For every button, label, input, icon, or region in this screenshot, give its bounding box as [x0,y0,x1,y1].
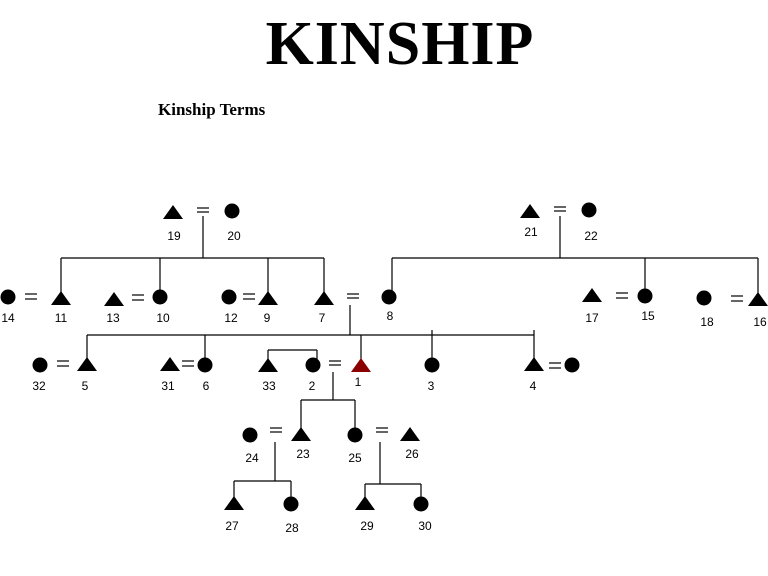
marriage-equals-sign [243,293,255,300]
female-symbol [221,289,237,305]
male-symbol [258,358,278,372]
person-number-label: 32 [32,379,46,393]
marriage-equals-sign [329,360,341,366]
male-symbol [355,496,375,510]
person-number-label: 25 [348,451,362,465]
person-number-label: 14 [1,311,15,325]
person-number-label: 2 [309,379,316,393]
person-number-label: 11 [55,311,68,325]
female-symbol [347,427,363,443]
person-number-label: 26 [405,447,419,461]
male-symbol [51,291,71,305]
male-symbol [400,427,420,441]
person-number-label: 5 [82,379,89,393]
person-number-label: 33 [262,379,276,393]
female-symbol [32,357,48,373]
person-number-label: 12 [224,311,238,325]
marriage-equals-sign [25,293,37,300]
marriage-equals-sign [197,207,209,213]
male-symbol [104,292,124,306]
person-number-label: 27 [225,519,239,533]
male-symbol [314,291,334,305]
person-number-label: 1 [355,375,362,389]
male-symbol [291,427,311,441]
person-number-label: 17 [585,311,599,325]
person-number-label: 15 [641,309,655,323]
marriage-equals-sign [376,427,388,433]
male-symbol [224,496,244,510]
person-number-label: 30 [418,519,432,533]
person-number-label: 6 [203,379,210,393]
marriage-equals-sign [182,360,194,367]
female-symbol [413,496,429,512]
person-number-label: 9 [264,311,271,325]
person-number-label: 18 [700,315,714,329]
person-number-label: 24 [245,451,259,465]
marriage-equals-sign [132,294,144,301]
female-symbol [696,290,712,306]
ego-male-symbol [351,358,371,372]
female-symbol [197,357,213,373]
female-symbol [305,357,321,373]
female-symbol [424,357,440,373]
male-symbol [258,291,278,305]
marriage-equals-sign [57,360,69,367]
female-symbol [224,203,240,219]
person-number-label: 8 [387,309,394,323]
marriage-equals-sign [549,362,561,369]
female-symbol [0,289,16,305]
marriage-equals-sign [554,206,566,212]
person-number-label: 23 [296,447,310,461]
male-symbol [748,292,768,306]
diagram-lines [25,206,759,498]
marriage-equals-sign [270,427,282,433]
diagram-subtitle: Kinship Terms [158,100,266,119]
person-number-label: 21 [524,225,538,239]
person-number-label: 28 [285,521,299,535]
marriage-equals-sign [731,295,743,302]
male-symbol [160,357,180,371]
male-symbol [77,357,97,371]
marriage-equals-sign [616,292,628,299]
female-symbol [283,496,299,512]
person-number-label: 16 [753,315,767,329]
person-number-label: 4 [530,379,537,393]
male-symbol [582,288,602,302]
male-symbol [524,357,544,371]
person-number-label: 3 [428,379,435,393]
person-number-label: 13 [106,311,120,325]
female-symbol [152,289,168,305]
male-symbol [520,204,540,218]
female-symbol [581,202,597,218]
person-number-label: 31 [161,379,175,393]
male-symbol [163,205,183,219]
person-number-label: 10 [156,311,170,325]
person-number-label: 7 [319,311,326,325]
female-symbol [564,357,580,373]
person-number-label: 20 [227,229,241,243]
person-number-label: 22 [584,229,598,243]
person-number-label: 19 [167,229,181,243]
female-symbol [637,288,653,304]
female-symbol [381,289,397,305]
female-symbol [242,427,258,443]
page-title: KINSHIP [265,10,535,78]
person-number-label: 29 [360,519,374,533]
marriage-equals-sign [347,293,359,299]
